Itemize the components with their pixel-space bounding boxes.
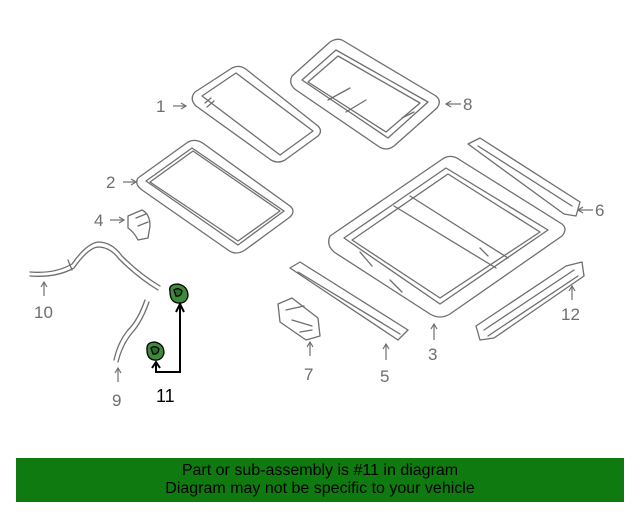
part-3-sunroof-unit[interactable]	[328, 155, 566, 318]
part-10-drain-hose[interactable]	[29, 241, 161, 291]
callout-5-label: 5	[380, 367, 389, 386]
callout-9-label: 9	[112, 391, 121, 410]
part-5-deflector[interactable]	[289, 261, 409, 341]
part-8-frame-assembly[interactable]	[290, 38, 440, 150]
part-4-bracket[interactable]	[127, 209, 151, 241]
part-11-clip-upper[interactable]	[169, 283, 189, 304]
parts-diagram: 1 2 4 10 9 11	[29, 38, 604, 410]
callout-11-label: 11	[156, 386, 175, 406]
part-11-clip-lower[interactable]	[146, 341, 165, 361]
callout-7-label: 7	[304, 365, 313, 384]
callout-4-label: 4	[94, 211, 103, 230]
banner-line-1: Part or sub-assembly is #11 in diagram	[181, 462, 459, 479]
part-12-track[interactable]	[475, 261, 585, 341]
part-1-glass-panel[interactable]	[191, 65, 322, 163]
part-2-seal-frame[interactable]	[136, 139, 294, 254]
callout-8-label: 8	[463, 95, 472, 114]
banner-line-2: Diagram may not be specific to your vehi…	[165, 480, 475, 497]
part-7-motor[interactable]	[277, 297, 321, 341]
info-banner: Part or sub-assembly is #11 in diagram D…	[16, 458, 624, 502]
part-9-drain-hose[interactable]	[113, 299, 150, 363]
callout-1-label: 1	[156, 97, 165, 116]
callout-6-label: 6	[595, 201, 604, 220]
callout-10-label: 10	[34, 303, 53, 322]
callout-12-label: 12	[561, 305, 580, 324]
callout-3-label: 3	[428, 345, 437, 364]
part-6-rail[interactable]	[467, 137, 581, 217]
callout-11-leader	[155, 306, 181, 373]
callout-2-label: 2	[106, 173, 115, 192]
